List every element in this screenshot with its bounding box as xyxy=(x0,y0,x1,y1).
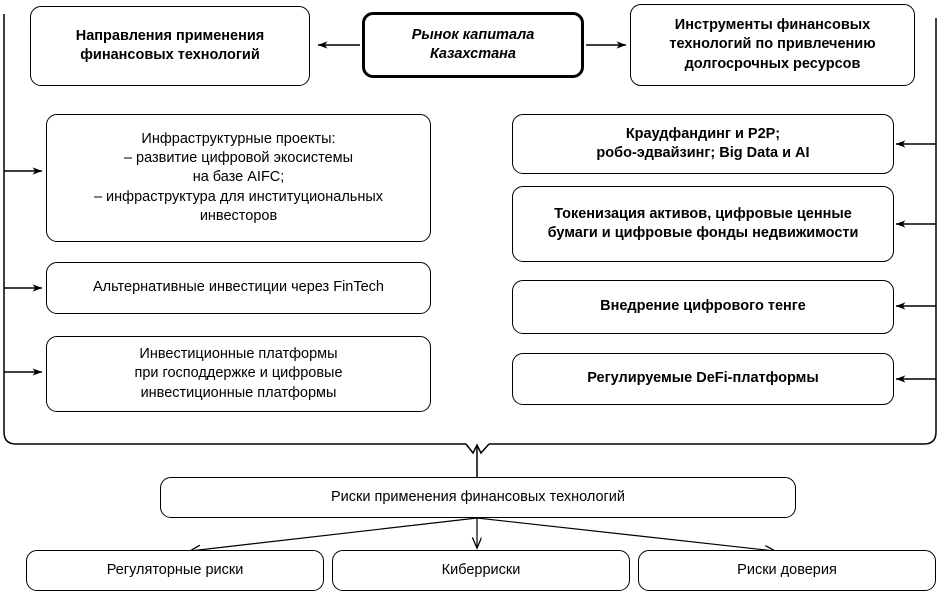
box-right-item-1[interactable]: Краудфандинг и P2P; робо-эдвайзинг; Big … xyxy=(512,114,894,174)
box-risk-2-label: Киберриски xyxy=(441,561,521,578)
box-risk-3[interactable]: Риски доверия xyxy=(638,550,936,591)
box-left-item-2-label: Альтернативные инвестиции через FinTech xyxy=(93,279,384,296)
box-right-item-4[interactable]: Регулируемые DeFi-платформы xyxy=(512,353,894,405)
box-right-item-3[interactable]: Внедрение цифрового тенге xyxy=(512,280,894,334)
box-center-title-label: Рынок капитала Казахстана xyxy=(411,26,535,62)
box-risks-header-label: Риски применения финансовых технологий xyxy=(331,488,625,505)
box-right-item-4-label: Регулируемые DeFi-платформы xyxy=(587,370,819,387)
box-left-item-1[interactable]: Инфраструктурные проекты: – развитие циф… xyxy=(46,114,431,242)
box-risk-1-label: Регуляторные риски xyxy=(106,561,244,578)
box-risk-3-label: Риски доверия xyxy=(737,561,837,578)
arrows-risks-to-categories xyxy=(190,517,775,551)
box-right-item-2-label: Токенизация активов, цифровые ценные бум… xyxy=(547,205,859,241)
box-left-item-1-label: Инфраструктурные проекты: – развитие циф… xyxy=(93,131,384,224)
box-left-item-2[interactable]: Альтернативные инвестиции через FinTech xyxy=(46,262,431,314)
box-left-header-label: Направления применения финансовых технол… xyxy=(75,27,265,63)
box-risks-header[interactable]: Риски применения финансовых технологий xyxy=(160,477,796,518)
box-left-item-3[interactable]: Инвестиционные платформы при господдержк… xyxy=(46,336,431,412)
box-right-item-3-label: Внедрение цифрового тенге xyxy=(600,298,806,315)
box-risk-1[interactable]: Регуляторные риски xyxy=(26,550,324,591)
box-left-item-3-label: Инвестиционные платформы при господдержк… xyxy=(134,346,343,401)
box-risk-2[interactable]: Киберриски xyxy=(332,550,630,591)
box-right-item-2[interactable]: Токенизация активов, цифровые ценные бум… xyxy=(512,186,894,262)
box-center-title[interactable]: Рынок капитала Казахстана xyxy=(362,12,584,78)
box-right-header-label: Инструменты финансовых технологий по при… xyxy=(669,17,876,72)
box-right-header[interactable]: Инструменты финансовых технологий по при… xyxy=(630,4,915,86)
arrows-right-rail-to-items xyxy=(895,140,936,383)
arrows-left-rail-to-items xyxy=(4,167,43,376)
box-right-item-1-label: Краудфандинг и P2P; робо-эдвайзинг; Big … xyxy=(596,125,810,161)
box-left-header[interactable]: Направления применения финансовых технол… xyxy=(30,6,310,86)
